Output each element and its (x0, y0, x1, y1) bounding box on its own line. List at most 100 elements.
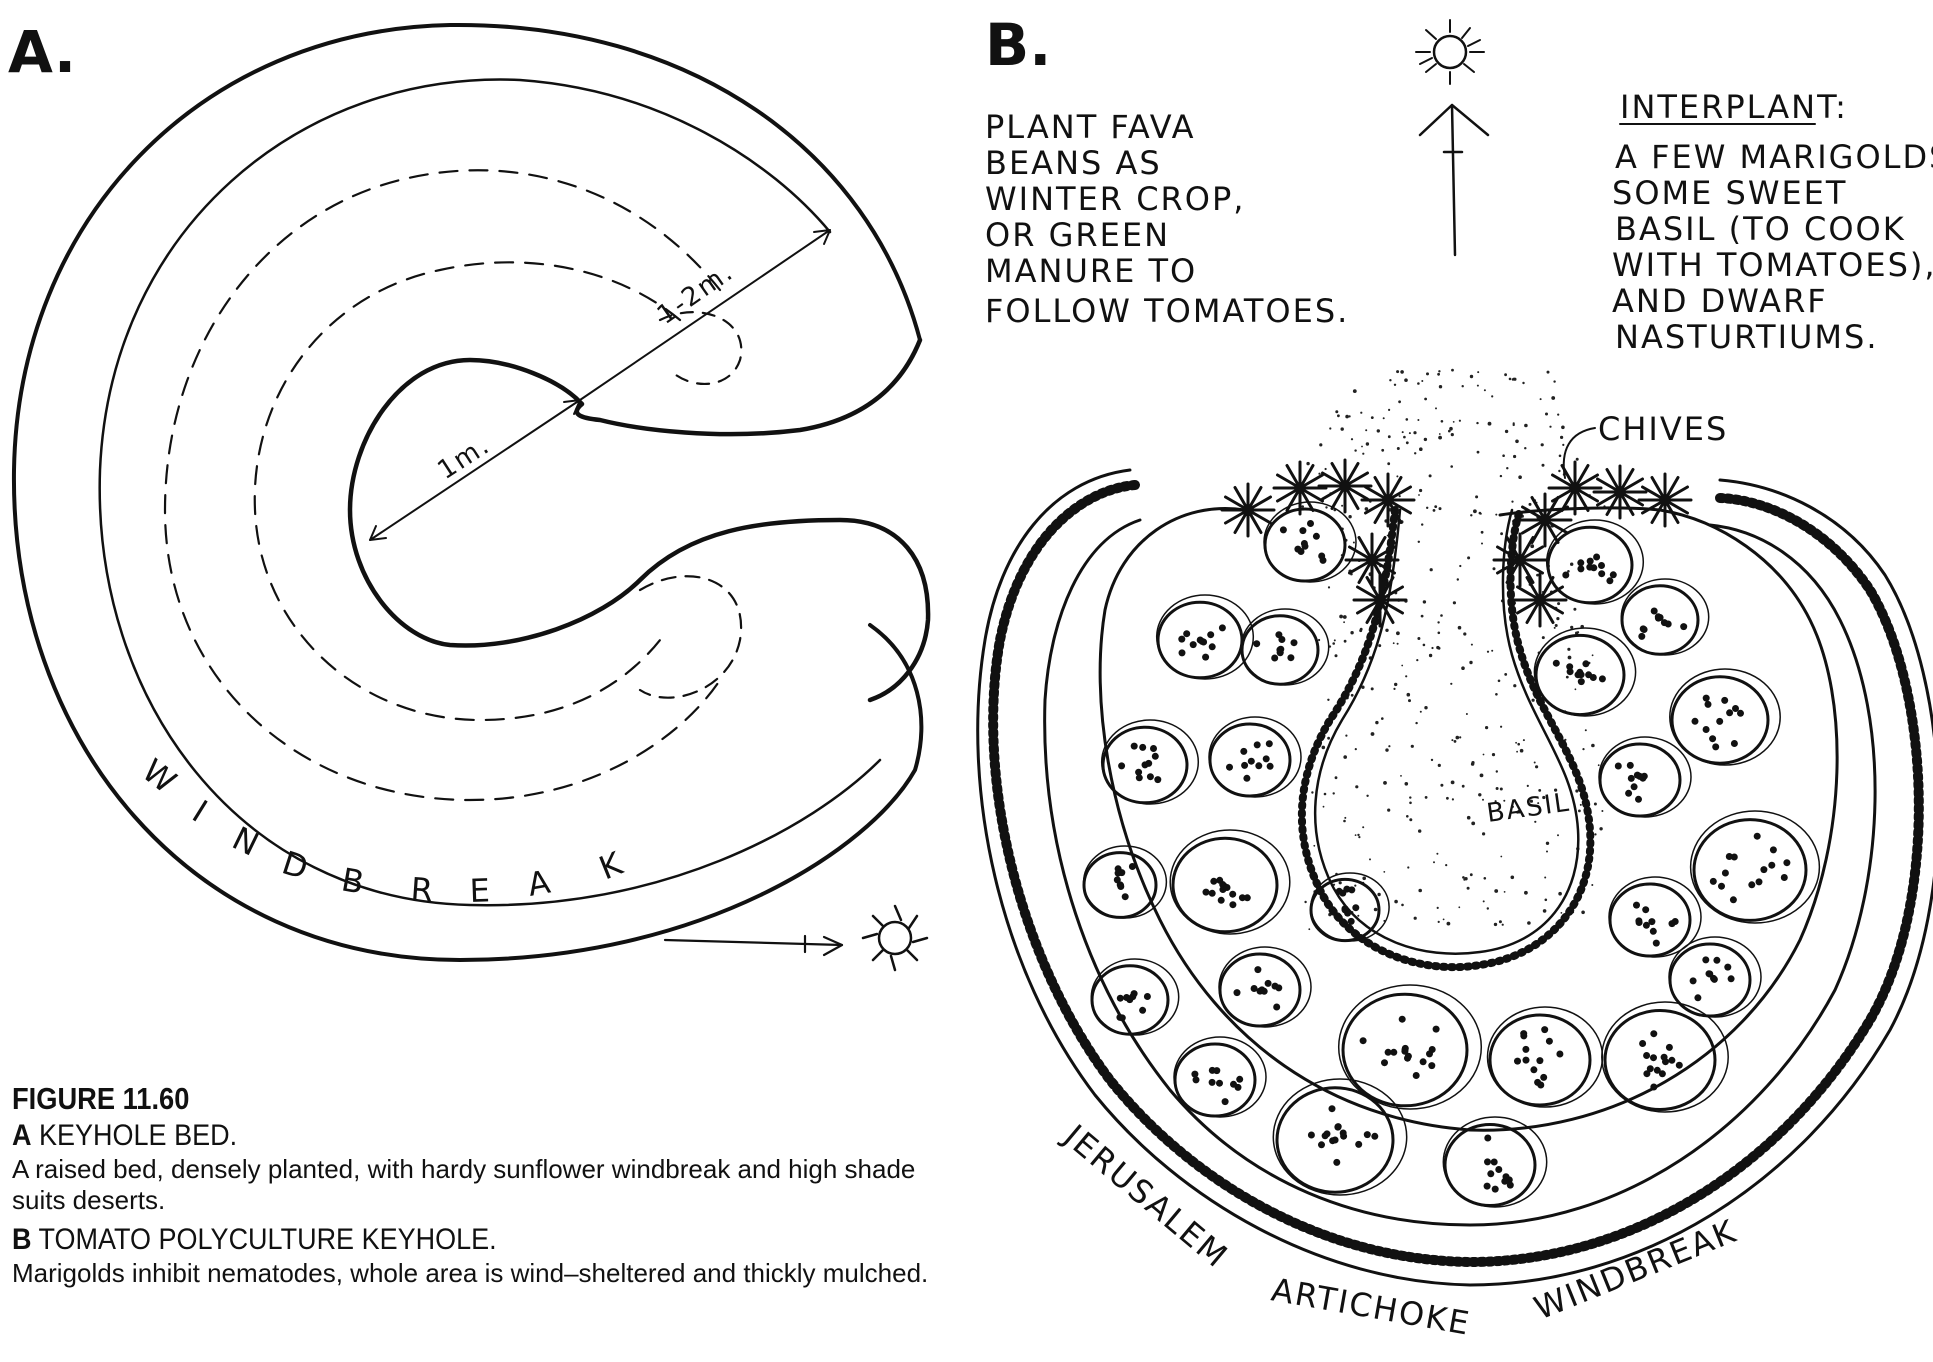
stipple-dot (1575, 789, 1579, 793)
tomato-plant (1082, 845, 1168, 919)
tomato-plant (1598, 736, 1692, 818)
stipple-dot (1354, 884, 1357, 887)
stipple-dot (1313, 844, 1316, 847)
mulch-path-stipple (1301, 368, 1606, 931)
tomato-plant (1155, 594, 1255, 680)
stipple-dot (1354, 449, 1357, 452)
stipple-dot (1335, 410, 1339, 414)
stipple-dot (1561, 425, 1565, 430)
stipple-dot (1562, 443, 1565, 446)
caption-a-title: KEYHOLE BED. (39, 1119, 238, 1152)
stipple-dot (1365, 442, 1370, 446)
stipple-dot (1497, 679, 1501, 683)
stipple-dot (1511, 805, 1514, 808)
tomato-plant (1169, 829, 1291, 935)
basil-label: BASIL (1485, 787, 1573, 828)
stipple-dot (1450, 433, 1454, 437)
note-line: BEANS AS (985, 144, 1162, 182)
stipple-dot (1556, 617, 1560, 621)
stipple-dot (1332, 792, 1335, 795)
stipple-dot (1359, 629, 1363, 633)
stipple-dot (1337, 414, 1340, 418)
chives-cluster (1637, 472, 1693, 528)
stipple-dot (1396, 370, 1400, 374)
stipple-dot (1365, 429, 1368, 432)
stipple-dot (1539, 398, 1542, 401)
note-line: NASTURTIUMS. (1615, 318, 1879, 356)
stipple-dot (1311, 791, 1314, 794)
keyhole-bed-outline (347, 337, 931, 703)
stipple-dot (1524, 447, 1527, 450)
stipple-dot (1542, 795, 1546, 800)
stipple-dot (1437, 646, 1441, 650)
stipple-dot (1435, 407, 1437, 410)
stipple-dot (1565, 675, 1569, 679)
stipple-dot (1437, 920, 1440, 924)
stipple-dot (1491, 395, 1494, 398)
stipple-dot (1420, 614, 1424, 618)
note-line: FOLLOW TOMATOES. (985, 292, 1349, 330)
stipple-dot (1357, 833, 1360, 837)
stipple-dot (1396, 447, 1400, 450)
dimension-line-bed (579, 229, 831, 401)
stipple-dot (1409, 796, 1412, 799)
stipple-dot (1364, 507, 1369, 511)
stipple-dot (1440, 614, 1443, 617)
stipple-dot (1553, 626, 1556, 629)
stipple-dot (1404, 782, 1409, 786)
stipple-dot (1405, 675, 1408, 678)
windbreak-label-arc: W I N D B R E A K (135, 751, 629, 910)
stipple-dot (1551, 396, 1556, 400)
stipple-dot (1405, 418, 1409, 421)
stipple-dot (1558, 454, 1562, 458)
tomato-plant (1090, 958, 1180, 1036)
stipple-dot (1479, 773, 1484, 778)
stipple-dot (1495, 513, 1498, 516)
stipple-dot (1434, 505, 1438, 508)
chives-cluster (1220, 482, 1276, 538)
stipple-dot (1301, 505, 1304, 508)
keyhole-end-dashed (658, 311, 743, 385)
stipple-dot (1329, 427, 1332, 430)
stipple-dot (1352, 541, 1355, 544)
stipple-dot (1361, 685, 1365, 689)
stipple-dot (1591, 654, 1594, 657)
tomato-plant (1601, 1001, 1729, 1113)
stipple-dot (1527, 921, 1531, 925)
stipple-dot (1500, 532, 1503, 536)
stipple-dot (1430, 758, 1434, 762)
stipple-dot (1480, 530, 1484, 534)
stipple-dot (1370, 732, 1375, 736)
stipple-dot (1437, 631, 1441, 635)
stipple-dot (1448, 429, 1451, 433)
stipple-dot (1515, 439, 1519, 444)
note-line: SOME SWEET (1612, 174, 1847, 212)
stipple-dot (1486, 650, 1490, 653)
stipple-dot (1418, 829, 1422, 833)
stipple-dot (1319, 443, 1323, 447)
stipple-dot (1408, 432, 1411, 435)
stipple-dot (1396, 631, 1400, 636)
stipple-dot (1455, 735, 1460, 740)
stipple-dot (1334, 654, 1338, 658)
stipple-dot (1360, 411, 1363, 414)
stipple-dot (1432, 509, 1436, 512)
hedge-inner-edge (1043, 518, 1877, 1227)
stipple-dot (1560, 912, 1563, 914)
tomato-plant (1545, 519, 1645, 605)
stipple-dot (1343, 755, 1347, 759)
stipple-dot (1393, 383, 1397, 386)
stipple-dot (1499, 474, 1503, 478)
stipple-dot (1393, 687, 1396, 691)
note-line: PLANT FAVA (985, 108, 1195, 146)
note-interplant: INTERPLANT: A FEW MARIGOLDS, SOME SWEET … (1612, 88, 1933, 356)
stipple-dot (1464, 877, 1468, 881)
stipple-dot (1418, 888, 1422, 893)
stipple-dot (1456, 578, 1460, 581)
stipple-dot (1475, 495, 1479, 499)
stipple-dot (1373, 907, 1378, 912)
stipple-dot (1491, 649, 1494, 652)
stipple-dot (1458, 906, 1461, 909)
stipple-dot (1452, 601, 1456, 605)
stipple-dot (1524, 890, 1528, 895)
